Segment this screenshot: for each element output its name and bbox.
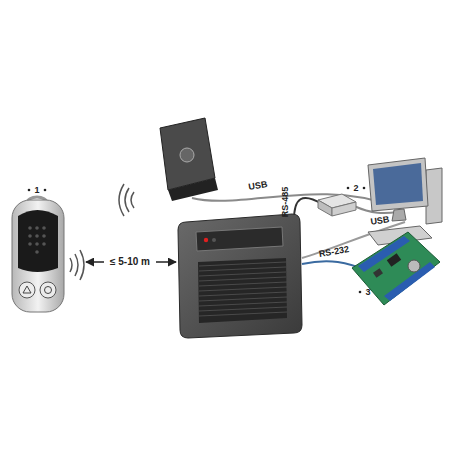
callout-number: 3: [365, 288, 370, 297]
button-icon: [23, 286, 31, 293]
controller-board: [352, 232, 440, 305]
callout-number: 1: [34, 186, 39, 195]
callout-number: 2: [353, 184, 358, 193]
terminal-block: [358, 236, 410, 272]
key-fob: [12, 197, 64, 312]
led: [204, 238, 208, 242]
cable-label: USB: [370, 215, 390, 227]
desktop-reader: [160, 118, 218, 201]
grille-lines: [199, 262, 287, 316]
reader-housing: [178, 214, 302, 338]
reader-base: [168, 178, 218, 201]
chip: [373, 268, 383, 278]
cable-label: USB: [248, 180, 268, 192]
reader-window: [196, 227, 283, 251]
led: [212, 238, 216, 242]
usb-cable: [192, 194, 392, 206]
reader-top: [160, 118, 215, 190]
pc-tower: [426, 168, 442, 224]
pcb: [352, 232, 440, 305]
reader-logo: [180, 148, 194, 162]
fob-button: [40, 282, 56, 298]
button-icon: [45, 287, 52, 294]
reader-grille: [198, 258, 287, 323]
monitor: [368, 158, 428, 211]
distance-label: ≤ 5-10 m: [110, 257, 150, 267]
cable-label: RS-485: [281, 187, 290, 218]
distance-arrow: [86, 261, 104, 263]
fob-body: [12, 200, 64, 312]
computer: [368, 158, 442, 245]
monitor-screen: [373, 163, 423, 205]
chip: [387, 253, 401, 266]
monitor-stand: [392, 209, 406, 221]
fob-button: [19, 282, 35, 298]
converter: [318, 194, 356, 216]
fob-face: [18, 210, 58, 272]
cable-label: RS-232: [318, 245, 350, 259]
speaker-holes: [28, 226, 46, 254]
distance-arrow: [156, 261, 176, 263]
long-range-reader: [178, 214, 302, 338]
battery: [408, 260, 420, 272]
